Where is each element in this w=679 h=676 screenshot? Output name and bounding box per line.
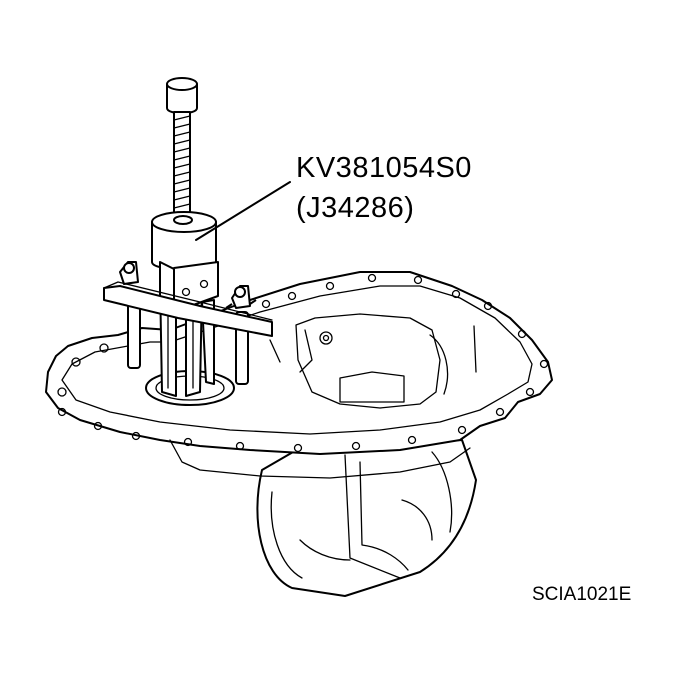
tool-alt-number-label: (J34286): [296, 192, 415, 224]
tool-part-number-label: KV381054S0: [296, 152, 472, 184]
puller-body: [151, 211, 219, 313]
case-lower-housing: [256, 439, 477, 597]
forcing-screw: [166, 77, 198, 221]
puller-cross-bar: [103, 261, 273, 337]
figure-code-label: SCIA1021E: [532, 584, 632, 605]
flange-bolt-holes: [57, 273, 549, 453]
callout-leader-line: [195, 181, 291, 241]
